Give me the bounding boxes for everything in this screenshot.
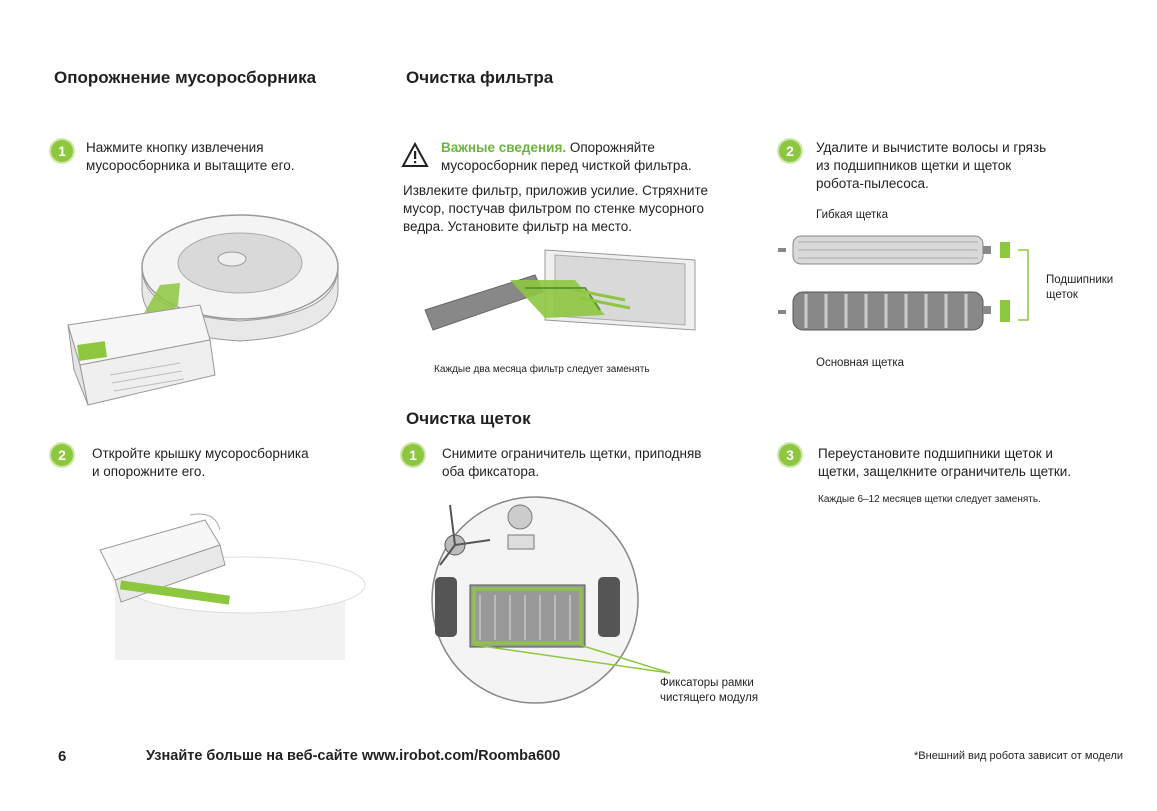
main-brush-label: Основная щетка <box>816 357 905 369</box>
website-link[interactable]: Узнайте больше на веб-сайте www.irobot.c… <box>146 748 561 764</box>
latches-label-line: Фиксаторы рамки <box>660 677 754 689</box>
latches-label: Фиксаторы рамки чистящего модуля <box>660 676 758 706</box>
filter-body-line: мусор, постучав фильтром по стенке мусор… <box>403 201 704 216</box>
footnote: *Внешний вид робота зависит от модели <box>914 750 1124 762</box>
empty-bin-illustration <box>99 513 366 660</box>
bearings-label-line: щеток <box>1046 289 1078 301</box>
step-badge-2: 2 <box>51 444 73 466</box>
bearings-label: Подшипники щеток <box>1046 273 1113 303</box>
brush-step3-line: щетки, защелкните ограничитель щетки. <box>818 464 1072 479</box>
brush-step2-line: робота-пылесоса. <box>816 176 929 191</box>
filter-body-line: Извлеките фильтр, приложив усилие. Стрях… <box>403 183 709 198</box>
filter-body: Извлеките фильтр, приложив усилие. Стрях… <box>403 182 708 236</box>
warning-icon <box>401 141 429 167</box>
step1-line: Нажмите кнопку извлечения <box>86 140 264 155</box>
filter-caption: Каждые два месяца фильтр следует заменят… <box>434 364 650 375</box>
brush-step2-line: из подшипников щетки и щеток <box>816 158 1012 173</box>
brush-step1-text: Снимите ограничитель щетки, приподняв об… <box>442 445 701 481</box>
warning-line2: мусоросборник перед чисткой фильтра. <box>441 158 692 173</box>
brush-step-badge-3: 3 <box>779 444 801 466</box>
brush-step2-text: Удалите и вычистите волосы и грязь из по… <box>816 139 1046 193</box>
section-title-filter: Очистка фильтра <box>406 68 554 87</box>
brush-step-badge-2: 2 <box>779 140 801 162</box>
brush-step-badge-1: 1 <box>402 444 424 466</box>
latches-label-line: чистящего модуля <box>660 692 759 704</box>
warning-text: Важные сведения. Опорожняйте мусоросборн… <box>441 139 692 175</box>
step2-text: Откройте крышку мусоросборника и опорожн… <box>92 445 309 481</box>
step1-text: Нажмите кнопку извлечения мусоросборника… <box>86 139 294 175</box>
section-title-empty-bin: Опорожнение мусоросборника <box>54 68 317 87</box>
brush-step3-text: Переустановите подшипники щеток и щетки,… <box>818 445 1071 481</box>
flex-brush-label: Гибкая щетка <box>816 209 888 221</box>
brush-replace-note: Каждые 6–12 месяцев щетки следует заменя… <box>818 494 1041 505</box>
brushes-illustration <box>778 235 1029 331</box>
warning-bold: Важные сведения. <box>441 140 567 155</box>
warning-rest: Опорожняйте <box>566 140 655 155</box>
brush-step1-line: Снимите ограничитель щетки, приподняв <box>442 446 702 461</box>
step2-line: Откройте крышку мусоросборника <box>92 446 309 461</box>
section-title-brushes: Очистка щеток <box>406 409 531 428</box>
brush-step2-line: Удалите и вычистите волосы и грязь <box>816 140 1047 155</box>
step2-line: и опорожните его. <box>92 464 206 479</box>
robot-underside-illustration <box>431 496 671 704</box>
page-number: 6 <box>58 748 67 765</box>
step1-line: мусоросборника и вытащите его. <box>86 158 295 173</box>
bearings-label-line: Подшипники <box>1046 274 1114 286</box>
robot-bin-illustration <box>67 214 339 406</box>
brush-step3-line: Переустановите подшипники щеток и <box>818 446 1053 461</box>
step-badge-1: 1 <box>51 140 73 162</box>
filter-illustration <box>424 249 696 331</box>
filter-body-line: ведра. Установите фильтр на место. <box>403 219 633 234</box>
brush-step1-line: оба фиксатора. <box>442 464 540 479</box>
